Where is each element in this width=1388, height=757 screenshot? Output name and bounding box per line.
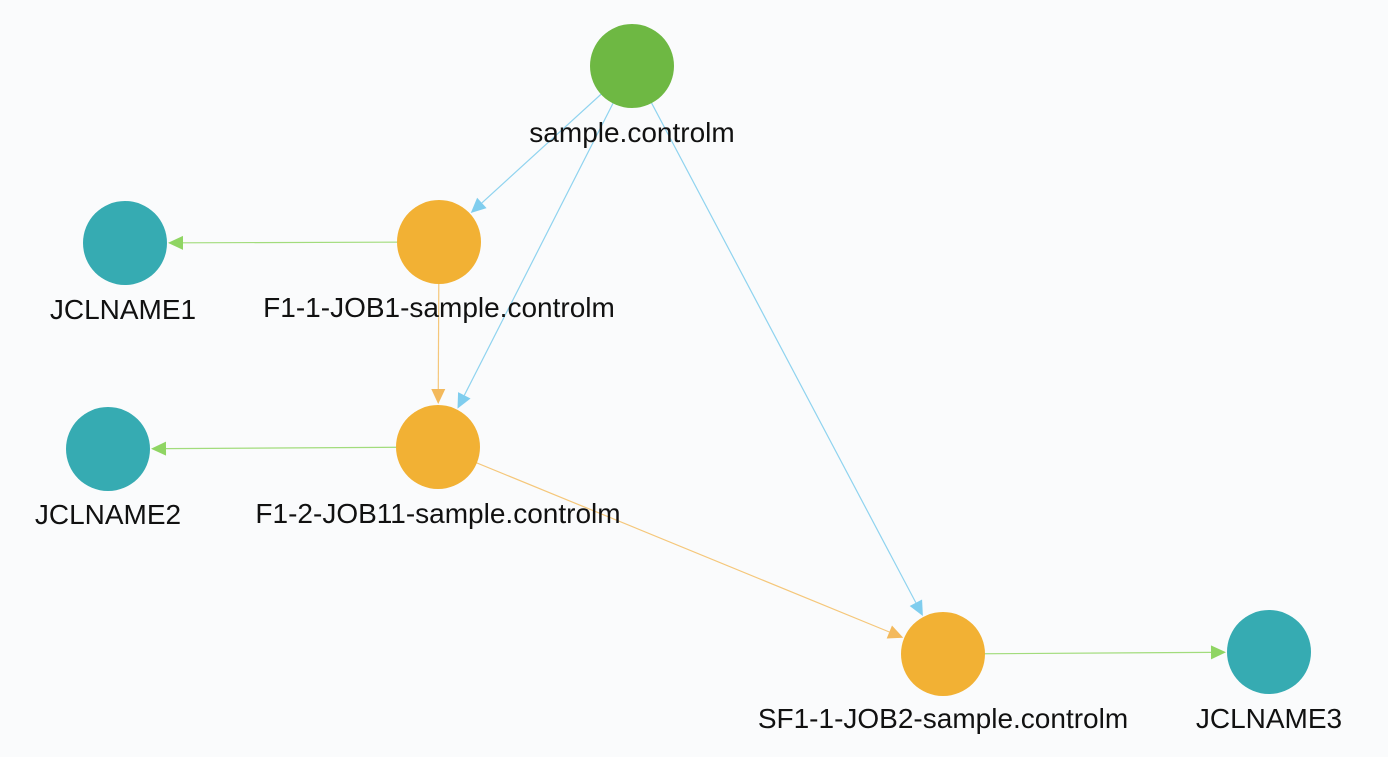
node-label-job11: F1-2-JOB11-sample.controlm [255,498,620,529]
arrowhead-root-to-job11 [457,392,471,409]
edge-job11-to-job2 [437,446,890,633]
arrowhead-job1-to-jcl1 [167,235,184,250]
node-job2[interactable]: SF1-1-JOB2-sample.controlm [758,612,1128,734]
node-circle-job11[interactable] [396,405,480,489]
node-circle-job2[interactable] [901,612,985,696]
arrowhead-job2-to-jcl3 [1210,645,1227,660]
arrowhead-root-to-job2 [909,599,923,616]
node-circle-root[interactable] [590,24,674,108]
arrowhead-job11-to-job2 [886,625,904,639]
edge-job2-to-jcl3 [942,651,1212,655]
edge-job11-to-jcl2 [165,446,439,450]
node-jcl2[interactable]: JCLNAME2 [35,407,181,530]
node-label-job2: SF1-1-JOB2-sample.controlm [758,703,1128,734]
edge-root-to-job11 [463,65,633,396]
arrowhead-job1-to-job11 [431,388,446,405]
node-label-job1: F1-1-JOB1-sample.controlm [263,292,615,323]
node-label-jcl2: JCLNAME2 [35,499,181,530]
node-label-jcl3: JCLNAME3 [1196,703,1342,734]
node-circle-jcl3[interactable] [1227,610,1311,694]
node-jcl1[interactable]: JCLNAME1 [50,201,196,325]
node-root[interactable]: sample.controlm [529,24,735,148]
edge-job1-to-jcl1 [182,241,440,244]
node-job11[interactable]: F1-2-JOB11-sample.controlm [255,405,621,529]
edge-root-to-job2 [631,65,917,604]
arrowhead-root-to-job1 [470,197,487,214]
node-jcl3[interactable]: JCLNAME3 [1196,610,1342,734]
nodes-layer: sample.controlm F1-1-JOB1-sample.control… [35,24,1342,734]
node-circle-jcl2[interactable] [66,407,150,491]
node-label-root: sample.controlm [529,117,734,148]
node-job1[interactable]: F1-1-JOB1-sample.controlm [263,200,615,323]
arrowhead-job11-to-jcl2 [150,441,167,456]
node-circle-job1[interactable] [397,200,481,284]
node-circle-jcl1[interactable] [83,201,167,285]
node-label-jcl1: JCLNAME1 [50,294,196,325]
edges-layer [150,65,1227,660]
